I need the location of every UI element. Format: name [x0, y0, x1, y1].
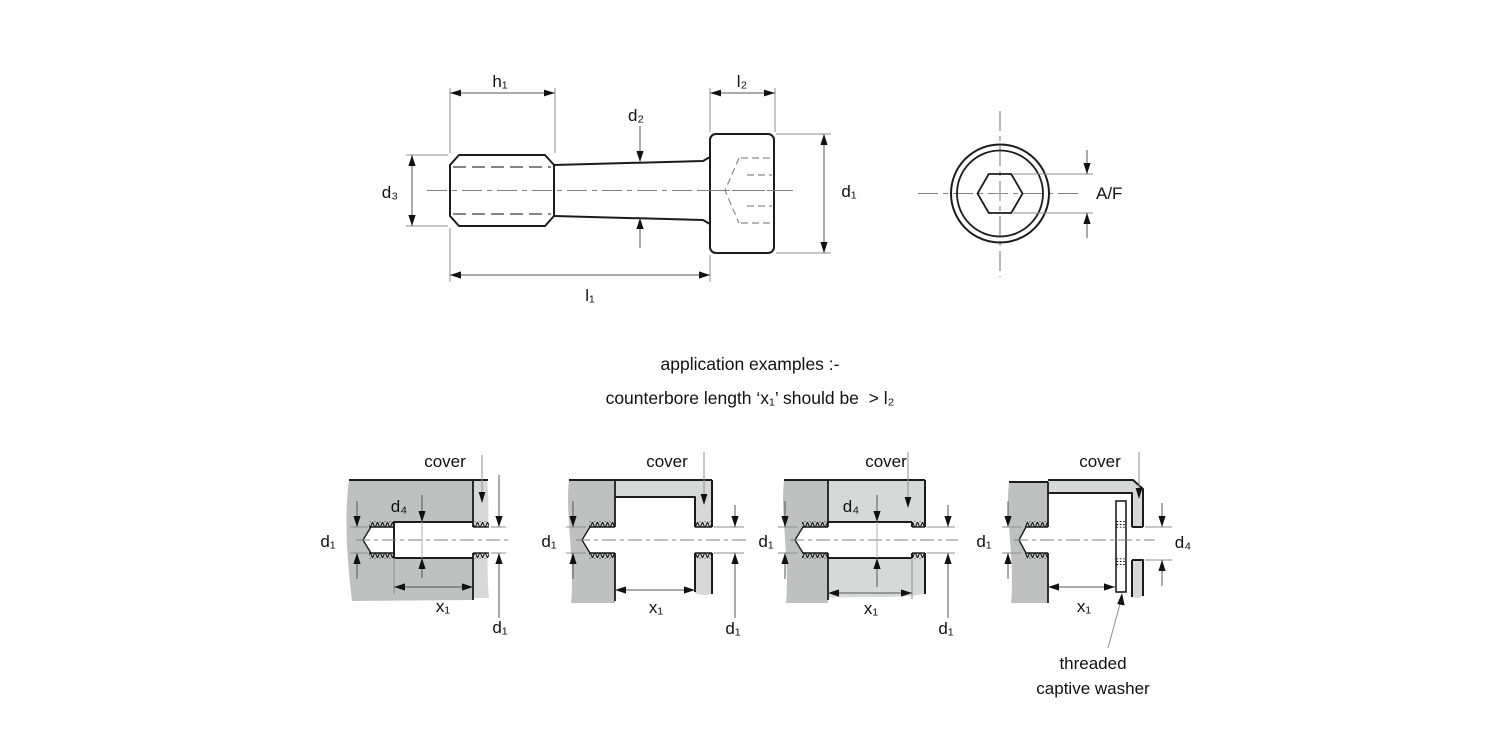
head-outer-circle	[950, 143, 1050, 244]
label-d1-left: d₁	[320, 532, 335, 551]
extension-lines	[406, 88, 831, 282]
application-example-1: cover d₄ d₁ x₁ d₁	[320, 452, 508, 637]
label-washer-note-line1: threaded	[1059, 654, 1126, 673]
dimension-d1-head	[820, 134, 828, 253]
cover-bottom-leg	[1132, 560, 1143, 598]
dimension-d1-left	[350, 501, 368, 579]
application-example-2: cover d₁ x₁ d₁	[541, 452, 747, 638]
cover-top-leg	[1048, 480, 1143, 527]
label-d1-right: d₁	[725, 619, 740, 638]
dimension-d3	[408, 155, 416, 226]
dimension-af	[1013, 150, 1093, 238]
cover-angle	[615, 480, 712, 596]
label-d4-right: d₄	[1175, 533, 1191, 552]
label-d1-left: d₁	[976, 532, 991, 551]
cover-leader	[904, 452, 912, 508]
pilot-hole	[1025, 527, 1048, 553]
shank-top	[553, 156, 711, 166]
label-d1-right: d₁	[938, 619, 953, 638]
application-example-3: cover d₄ d₁ x₁ d₁	[758, 452, 958, 638]
main-side-view: h₁ l₂ d₂ d₃ d₁ l₁	[382, 72, 857, 305]
label-x1: x₁	[649, 598, 664, 617]
label-d3: d₃	[382, 183, 398, 202]
dimension-d1-right	[491, 475, 506, 618]
counterbore-hole	[394, 522, 473, 558]
label-cover: cover	[646, 452, 688, 471]
label-x1: x₁	[1077, 597, 1092, 616]
captions: application examples :- counterbore leng…	[606, 354, 895, 408]
shank-bottom	[553, 215, 711, 225]
label-washer-note-line2: captive washer	[1036, 679, 1150, 698]
caption-application-examples: application examples :-	[661, 354, 840, 374]
dimension-d2	[636, 126, 644, 248]
dimension-h1	[450, 89, 555, 97]
head-chamfer-circle	[956, 149, 1044, 238]
application-example-4: cover d₁ x₁ d₄ threaded captive washer	[976, 452, 1191, 698]
label-d4: d₄	[391, 497, 407, 516]
dimension-d4	[418, 495, 426, 578]
label-cover: cover	[424, 452, 466, 471]
dimension-d1-left	[778, 501, 798, 579]
label-x1: x₁	[864, 599, 879, 618]
dimension-d4-right	[1145, 503, 1172, 586]
dimension-x1	[615, 586, 695, 594]
label-l1: l₁	[585, 286, 595, 305]
label-d1-left: d₁	[758, 532, 773, 551]
washer-leader	[1107, 593, 1125, 649]
dimension-x1	[828, 558, 913, 599]
label-x1: x₁	[436, 597, 451, 616]
cover-thread-hole	[695, 527, 712, 553]
dimension-d4	[873, 495, 881, 587]
end-view: A/F	[918, 111, 1122, 277]
label-h1: h₁	[492, 72, 507, 91]
screw-head	[709, 133, 775, 254]
label-cover: cover	[1079, 452, 1121, 471]
label-d4: d₄	[843, 497, 859, 516]
cover-leader	[478, 455, 486, 503]
dimension-d1-right	[714, 505, 744, 618]
dimension-l2	[710, 89, 775, 97]
hex-socket	[976, 173, 1024, 214]
cover-leader	[1135, 452, 1143, 499]
dimension-x1	[393, 558, 473, 594]
threaded-captive-washer	[1115, 500, 1127, 593]
label-d1-left: d₁	[541, 532, 556, 551]
label-cover: cover	[865, 452, 907, 471]
label-d1: d₁	[841, 182, 856, 201]
label-d1-right: d₁	[492, 618, 507, 637]
dimension-d1-left	[1002, 501, 1022, 579]
cover-leader	[700, 452, 708, 505]
label-d2: d₂	[628, 106, 644, 125]
label-af: A/F	[1096, 184, 1122, 203]
caption-counterbore-note: counterbore length ‘x₁’ should be > l₂	[606, 388, 895, 408]
cover-thread-hole	[912, 527, 925, 553]
dimension-d1-left	[566, 501, 586, 579]
label-l2: l₂	[737, 72, 747, 91]
dimension-x1	[1048, 583, 1115, 591]
dimension-d1-right	[927, 505, 955, 618]
dimension-l1	[450, 271, 710, 279]
